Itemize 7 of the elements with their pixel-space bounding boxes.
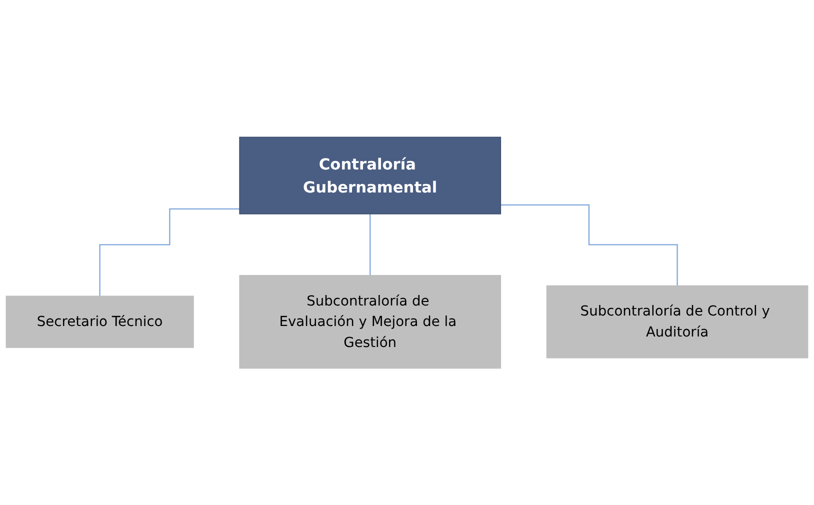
node-box: Secretario Técnico	[6, 296, 194, 348]
node-box: Subcontraloría de Evaluación y Mejora de la Gestión	[239, 274, 502, 368]
node-box: Subcontraloría de Control y Auditoría	[546, 285, 808, 358]
connector	[370, 213, 371, 276]
node-box: Contraloría Gubernamental	[239, 136, 502, 214]
connector	[500, 204, 678, 286]
connector	[99, 208, 240, 296]
